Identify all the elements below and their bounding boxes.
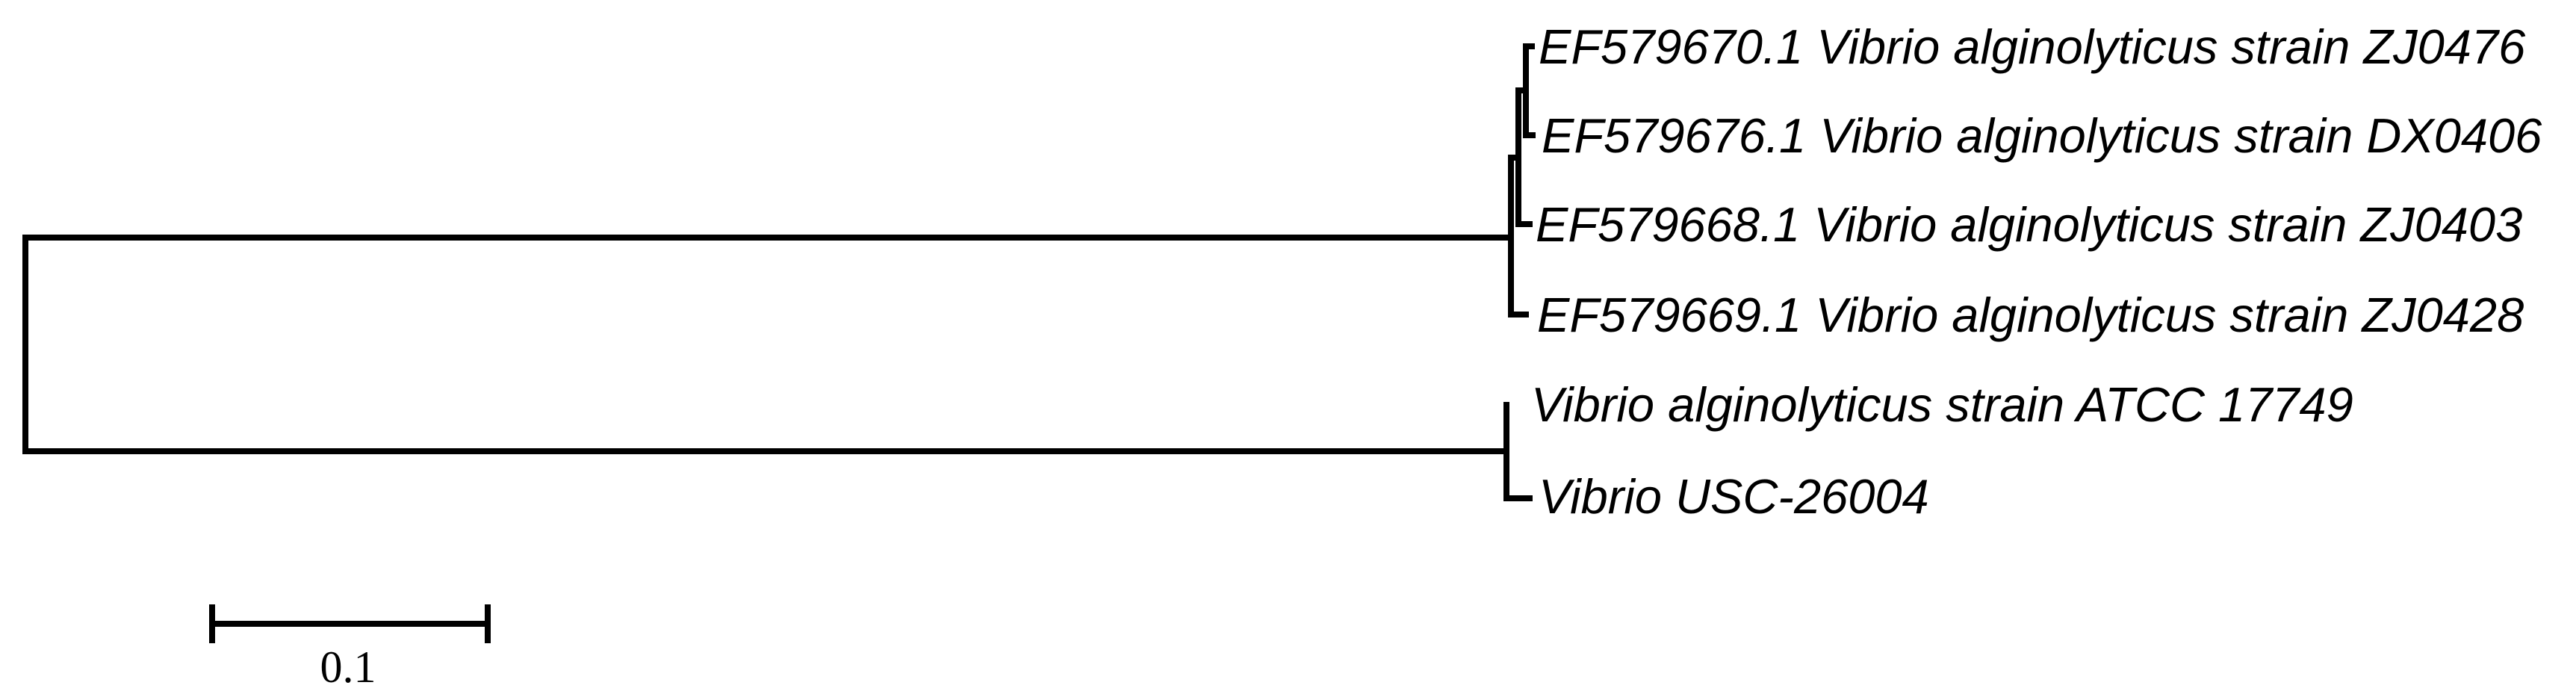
taxon-label-4: EF579669.1 Vibrio alginolyticus strain Z… [1537,288,2524,342]
branch-layer [22,43,1536,501]
taxon-label-1: EF579670.1 Vibrio alginolyticus strain Z… [1539,19,2526,74]
taxon-label-2: EF579676.1 Vibrio alginolyticus strain D… [1542,108,2542,163]
taxon-label-3: EF579668.1 Vibrio alginolyticus strain Z… [1536,197,2522,252]
taxon-label-layer: EF579670.1 Vibrio alginolyticus strain Z… [1531,19,2542,524]
scale-bar-label: 0.1 [320,642,376,692]
taxon-label-5: Vibrio alginolyticus strain ATCC 17749 [1531,377,2353,432]
scale-bar: 0.1 [209,604,491,692]
taxon-label-6: Vibrio USC-26004 [1539,469,1929,524]
